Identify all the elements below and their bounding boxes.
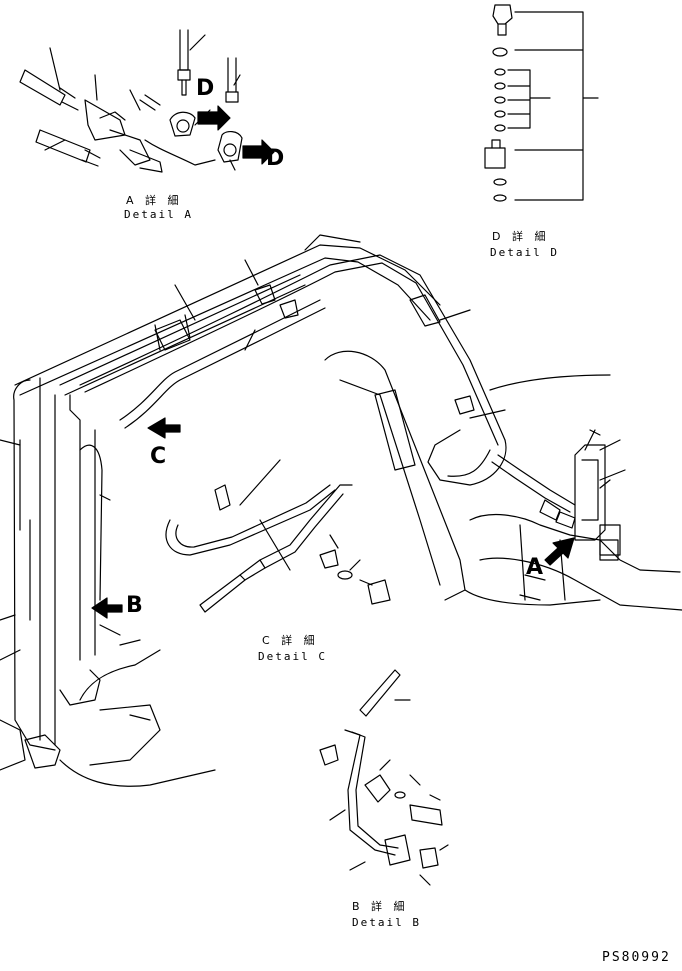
detail-b-title-jp: B 詳 細 (352, 900, 409, 913)
marker-d-upper: D (196, 76, 215, 101)
detail-a-drawing (20, 30, 274, 172)
main-boom-drawing (0, 235, 682, 786)
drawing-code: PS80992 (602, 950, 671, 965)
detail-d-title-jp: D 詳 細 (492, 230, 550, 243)
detail-a-title-en: Detail A (124, 208, 193, 221)
marker-d-lower: D (266, 146, 285, 171)
marker-c: C (150, 444, 167, 469)
detail-d-drawing (485, 5, 598, 201)
marker-a: A (526, 555, 544, 580)
detail-c-title-en: Detail C (258, 650, 327, 663)
detail-c-drawing (166, 460, 390, 612)
detail-c-title-jp: C 詳 細 (262, 634, 319, 647)
detail-d-title-en: Detail D (490, 246, 559, 259)
detail-b-drawing (320, 670, 448, 885)
detail-a-title-jp: A 詳 細 (126, 194, 183, 207)
detail-b-title-en: Detail B (352, 916, 421, 929)
marker-b: B (126, 593, 143, 618)
